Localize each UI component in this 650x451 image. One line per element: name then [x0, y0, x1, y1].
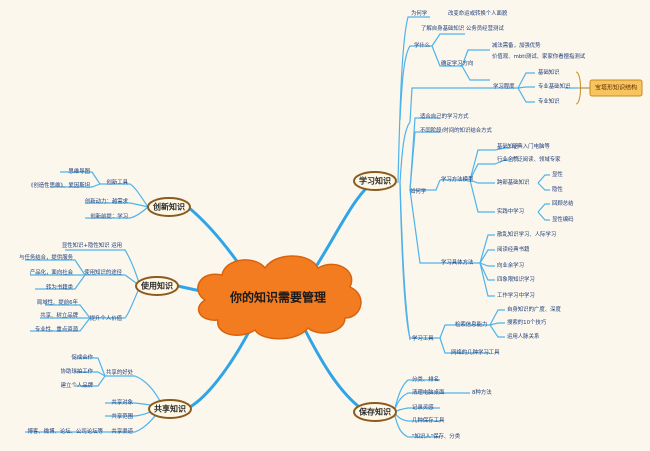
topic-innovate-t2: 《创造性思维》、爱因斯坦	[28, 181, 91, 189]
topic-share-target: 共享对象	[111, 398, 133, 406]
topic-level: 学习程度	[493, 82, 515, 90]
topic-spec-4: 四象限知识学习	[497, 275, 535, 283]
topic-innovate-t1: 思维导图	[68, 167, 90, 175]
topic-use-3b: 共享、树立品牌	[40, 311, 78, 319]
topic-spec-2: 阅读经典书籍	[497, 245, 530, 253]
topic-how-1: 适合自己的学习方式	[420, 112, 469, 120]
topic-what-2a: 减法需备，加强优势	[492, 41, 541, 49]
topic-model-4: 实践中学习	[497, 207, 524, 215]
node-innovate-label: 创新知识	[152, 202, 185, 212]
topic-innovate-tools: 创新工具	[106, 178, 128, 186]
save-subtree: 分类、排名 清理电脑桌面 8种方法 记录灵感 几种保存工具 "知识人"保存、分类	[412, 375, 492, 440]
topic-model-3b: 隐性	[552, 185, 563, 193]
topic-what-2: 确定学习方向	[441, 59, 473, 67]
node-learn-label: 学习知识	[359, 176, 391, 186]
node-save[interactable]: 保存知识	[353, 402, 397, 422]
topic-use-2c: 转为书籍类	[46, 283, 74, 291]
topic-model-1a: 经典入门电脑等	[512, 142, 550, 150]
topic-use-1: 显性知识+隐性知识 运用	[62, 241, 122, 249]
topic-tools-1: 检索信息能力	[455, 320, 487, 328]
node-use-label: 使用知识	[140, 281, 173, 291]
topic-how: 如何学	[410, 187, 427, 195]
topic-model-1: 基础知识	[497, 142, 519, 150]
topic-spec-1: 散乱知识学习、人际学习	[497, 230, 556, 238]
topic-use-3a: 局域性、提前6年	[37, 298, 79, 306]
topic-model-3: 跨部基础知识	[497, 178, 530, 186]
topic-what-2b: 价值观、mbti测试、家家你看擅指测试	[492, 52, 586, 60]
topic-share-benefit: 共享的好处	[106, 368, 134, 376]
callout-label: 宝塔形知识结构	[595, 84, 637, 92]
topic-use-2a: 与任务结合，提供服务	[19, 253, 74, 261]
topic-save-1: 分类、排名	[412, 375, 439, 383]
topic-how-2: 不同阶段/时间的知识结合方式	[420, 126, 493, 134]
topic-tools: 学习工具	[412, 334, 434, 342]
topic-share-b3: 建立个人品牌	[61, 381, 94, 389]
topic-save-2a: 8种方法	[472, 388, 492, 396]
topic-share-scope: 共享范围	[111, 412, 133, 420]
topic-innovate-basis: 创新前提：学习	[90, 212, 128, 220]
topic-innovate-drive: 创新动力：越需求	[85, 197, 129, 205]
topic-model-4b: 显性编码	[552, 215, 574, 223]
share-subtree: 共享的好处 促成合作 协助球拍工作 建立个人品牌 共享对象 共享范围 共享渠道 …	[28, 353, 134, 435]
topic-what-1: 了解自身基础知识	[421, 24, 465, 32]
central-topic: 你的知识需要管理	[229, 290, 326, 305]
node-use[interactable]: 使用知识	[135, 276, 179, 296]
topic-what: 学什么	[414, 41, 431, 49]
topic-model: 学习方法模型	[441, 175, 474, 183]
topic-why-1: 改变命运或转换个人面貌	[448, 9, 508, 17]
topic-tools-1a: 自身知识的广度、深度	[507, 305, 562, 313]
topic-share-b2: 协助球拍工作	[61, 367, 94, 375]
topic-use-3c: 专业性、重点资源	[35, 325, 79, 333]
topic-use-2: 使用知识的途径	[84, 268, 122, 276]
node-learn[interactable]: 学习知识	[353, 171, 397, 191]
topic-tools-1c: 运用人脉关系	[507, 332, 540, 340]
topic-level-3: 专业知识	[538, 97, 560, 105]
topic-spec: 学习具体方法	[441, 258, 474, 266]
topic-save-2: 清理电脑桌面	[412, 388, 445, 396]
topic-model-2a: 广泛阅读、领域专家	[512, 155, 561, 163]
topic-share-c1: 博客、微博、论坛、公司论坛等	[28, 427, 104, 435]
node-save-label: 保存知识	[358, 407, 391, 417]
innovate-subtree: 创新工具 思维导图 《创造性思维》、爱因斯坦 创新动力：越需求 创新前提：学习	[28, 167, 129, 220]
topic-model-3a: 显性	[552, 170, 563, 178]
topic-spec-3: 向业余学习	[497, 261, 524, 269]
branch-line-save	[298, 318, 368, 414]
topic-tools-2: 网络的几种学习工具	[451, 348, 500, 356]
topic-use-2b: 产品化，面向社会	[30, 268, 74, 276]
topic-model-2: 行业全貌	[497, 155, 519, 163]
callout-brace	[575, 71, 581, 105]
learn-subtree: 为何学 改变命运或转换个人面貌 了解自身基础知识 公务员经营测试 学什么 确定学…	[410, 9, 586, 356]
node-share-label: 共享知识	[154, 404, 186, 414]
topic-save-3: 记录灵感	[412, 403, 434, 411]
topic-save-5: "知识人"保存、分类	[412, 432, 461, 440]
topic-what-1a: 公务员经营测试	[466, 24, 504, 32]
central-cloud	[197, 255, 362, 340]
use-subtree: 显性知识+隐性知识 运用 使用知识的途径 与任务结合，提供服务 产品化，面向社会…	[19, 241, 123, 333]
topic-tools-1b: 搜索的10个技巧	[507, 318, 547, 326]
topic-model-4a: 回顾总结	[552, 199, 574, 207]
topic-share-b1: 促成合作	[71, 353, 93, 361]
topic-share-channel: 共享渠道	[111, 427, 133, 435]
topic-why: 为何学	[411, 9, 428, 17]
topic-level-2: 专业基础知识	[538, 82, 571, 90]
node-innovate[interactable]: 创新知识	[147, 197, 191, 217]
topic-use-3: 提升个人价值	[90, 314, 123, 322]
sub-connectors	[25, 16, 590, 438]
node-share[interactable]: 共享知识	[148, 399, 192, 419]
topic-save-4: 几种保存工具	[412, 416, 445, 424]
topic-spec-5: 工作学习中学习	[497, 291, 535, 299]
topic-level-1: 基础知识	[538, 68, 560, 76]
